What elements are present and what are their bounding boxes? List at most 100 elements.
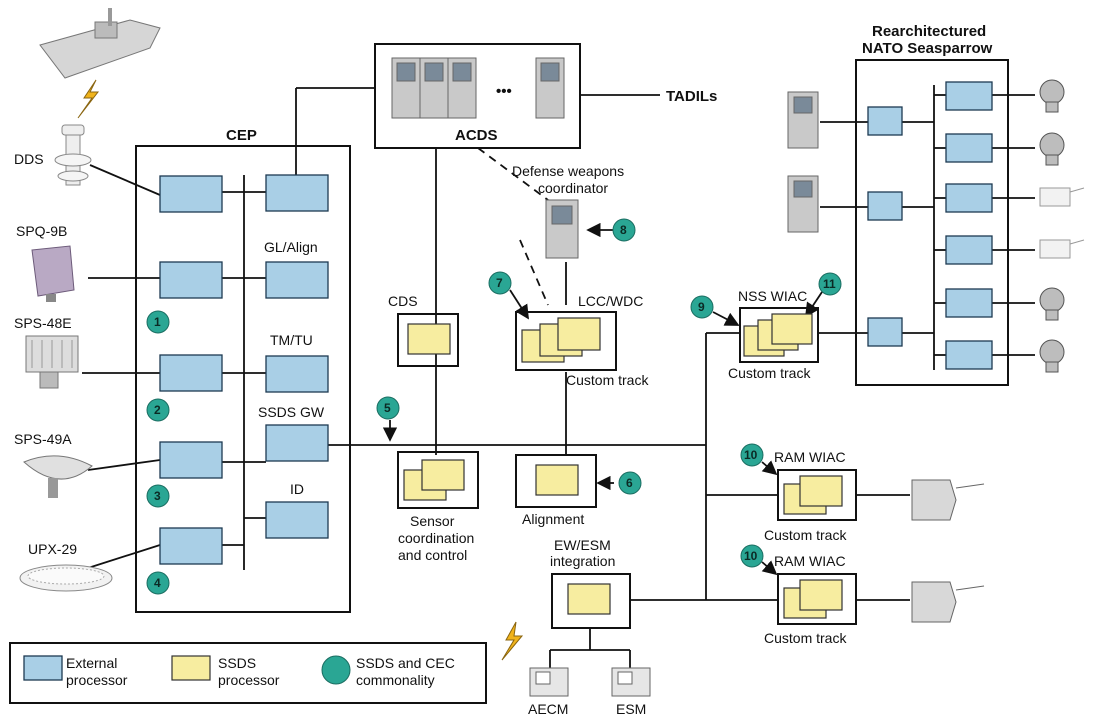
- esm-console-icon: [611, 667, 651, 697]
- legend-ssds-line2: processor: [218, 672, 280, 688]
- tadils-label: TADILs: [666, 88, 717, 105]
- acds-ellipsis: •••: [496, 83, 512, 100]
- alignment-processor: [535, 464, 579, 496]
- ew-equipment: AECM ESM: [501, 621, 651, 717]
- legend-external-swatch: [23, 655, 63, 681]
- gl-align-processor: [265, 261, 329, 299]
- spq9b-radar-icon: [31, 245, 75, 302]
- id-processor: [265, 501, 329, 539]
- cep-processor-upx29: [159, 527, 223, 565]
- badge-4: 4: [146, 571, 170, 595]
- legend-ssds-line1: SSDS: [218, 655, 256, 671]
- sps49a-label: SPS-49A: [14, 431, 72, 447]
- cep-processor-acds-link: [265, 174, 329, 212]
- sps48e-radar-icon: [25, 335, 79, 389]
- connection-lines: [82, 85, 1035, 668]
- nato-processor-4: [945, 81, 993, 111]
- badge-5: 5: [376, 396, 400, 420]
- alignment-label: Alignment: [522, 511, 584, 527]
- svg-text:8: 8: [620, 223, 627, 237]
- lightning-icon: [501, 621, 524, 661]
- aecm-label: AECM: [528, 701, 568, 717]
- svg-text:2: 2: [154, 403, 161, 417]
- svg-text:1: 1: [154, 315, 161, 329]
- nss-wiac-label: NSS WIAC: [738, 288, 807, 304]
- cds-label: CDS: [388, 293, 418, 309]
- defense-weapons-coordinator: Defense weapons coordinator: [512, 163, 624, 259]
- nato-title-line2: NATO Seasparrow: [862, 40, 993, 57]
- badge-2: 2: [146, 398, 170, 422]
- svg-text:5: 5: [384, 401, 391, 415]
- upx29-label: UPX-29: [28, 541, 77, 557]
- id-label: ID: [290, 481, 304, 497]
- badge-1: 1: [146, 310, 170, 334]
- acds-title: ACDS: [455, 127, 498, 144]
- ew-label-line2: integration: [550, 553, 615, 569]
- dds-label: DDS: [14, 151, 44, 167]
- upx29-antenna-icon: [19, 564, 113, 592]
- scc-label-line2: coordination: [398, 530, 474, 546]
- ew-label-line1: EW/ESM: [554, 537, 611, 553]
- fire-control-director-icon: [1039, 79, 1065, 373]
- ram-custom-track-label-2: Custom track: [764, 630, 847, 646]
- svg-text:7: 7: [496, 276, 503, 290]
- launcher-icon: [1039, 187, 1085, 259]
- ew-processor: [567, 583, 611, 615]
- ram-launcher-icon: [911, 479, 985, 623]
- badge-9: 9: [690, 295, 714, 319]
- nato-processor-8: [945, 288, 993, 318]
- lightning-icon: [77, 79, 100, 119]
- ram-wiac-label-2: RAM WIAC: [774, 553, 846, 569]
- tm-tu-processor: [265, 355, 329, 393]
- legend-external-line1: External: [66, 655, 117, 671]
- lcc-custom-track-label: Custom track: [566, 372, 649, 388]
- ssds-blocks: CDS LCC/WDC Custom track Sensor coordina…: [388, 288, 857, 646]
- console-icon: [787, 91, 819, 233]
- sps49a-radar-icon: [23, 455, 93, 498]
- svg-text:6: 6: [626, 476, 633, 490]
- cep-title: CEP: [226, 127, 257, 144]
- esm-label: ESM: [616, 701, 646, 717]
- badge-6: 6: [618, 471, 642, 495]
- nato-processor-6: [945, 183, 993, 213]
- nato-title-line1: Rearchitectured: [872, 23, 986, 40]
- console-icon: [391, 57, 565, 119]
- cep-processor-spq9b: [159, 261, 223, 299]
- scc-label-line3: and control: [398, 547, 467, 563]
- console-icon: [545, 199, 579, 259]
- ssds-gw-processor: [265, 424, 329, 462]
- sps48e-label: SPS-48E: [14, 315, 72, 331]
- badge-10: 10: [740, 544, 764, 568]
- badge-11: 11: [818, 272, 842, 296]
- spq9b-label: SPQ-9B: [16, 223, 67, 239]
- ram-wiac-label-1: RAM WIAC: [774, 449, 846, 465]
- nato-processor-9: [945, 340, 993, 370]
- aecm-console-icon: [529, 667, 569, 697]
- ship-icon: [39, 8, 161, 79]
- tm-tu-label: TM/TU: [270, 332, 313, 348]
- legend-common-line2: commonality: [356, 672, 435, 688]
- commonality-badges: 1 2 3 4 5 6 7 8 9 10 10 11: [146, 218, 842, 595]
- nato-processor-2: [867, 191, 903, 221]
- cep-processor-sps48e: [159, 354, 223, 392]
- ram-custom-track-label-1: Custom track: [764, 527, 847, 543]
- svg-text:3: 3: [154, 489, 161, 503]
- cep-processor-sps49a: [159, 441, 223, 479]
- ssds-gw-label: SSDS GW: [258, 404, 325, 420]
- badge-10: 10: [740, 443, 764, 467]
- badge-8: 8: [612, 218, 636, 242]
- svg-text:11: 11: [823, 277, 836, 291]
- acds-block: ••• ACDS TADILs: [374, 43, 717, 149]
- dwc-label-line1: Defense weapons: [512, 163, 624, 179]
- scc-label-line1: Sensor: [410, 513, 455, 529]
- svg-text:9: 9: [698, 300, 705, 314]
- cep-processor-dds: [159, 175, 223, 213]
- dds-antenna-icon: [54, 124, 92, 186]
- nato-seasparrow-block: Rearchitectured NATO Seasparrow: [787, 23, 1085, 386]
- sensors: DDS SPQ-9B SPS-48E SPS-49A UPX-29: [14, 8, 161, 592]
- legend-ssds-swatch: [171, 655, 211, 681]
- svg-text:10: 10: [744, 448, 758, 462]
- legend-external-line2: processor: [66, 672, 128, 688]
- nato-processor-1: [867, 106, 903, 136]
